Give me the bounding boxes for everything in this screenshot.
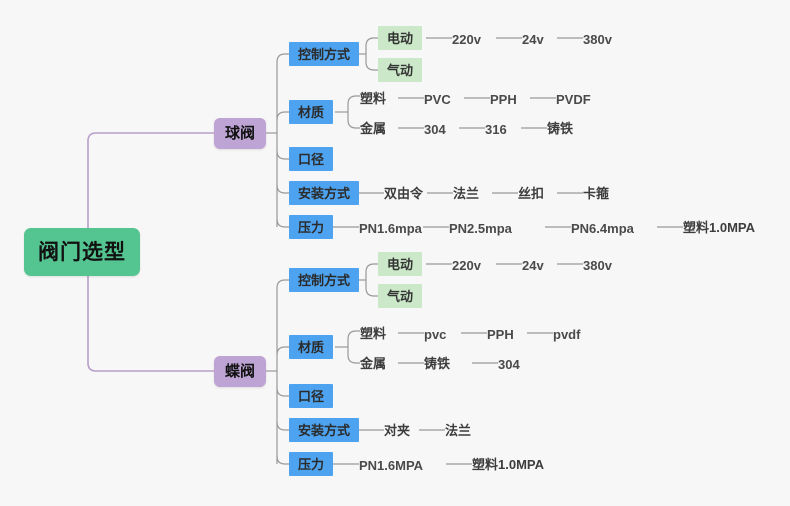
category-label: 安装方式 [298, 422, 351, 438]
leaf-node[interactable]: PN1.6mpa [359, 220, 422, 236]
branch-label: 蝶阀 [225, 363, 256, 380]
group-label-metal-1[interactable]: 金属 [360, 120, 387, 136]
leaf-node[interactable]: 丝扣 [518, 185, 545, 201]
category-node-material-1[interactable]: 材质 [289, 100, 334, 124]
leaf-node[interactable]: pvc [424, 326, 447, 342]
leaf-node[interactable]: pvdf [553, 326, 581, 342]
leaf-node[interactable]: 法兰 [445, 422, 472, 438]
category-node-installation-2[interactable]: 安装方式 [289, 418, 360, 442]
leaf-node[interactable]: PN1.6MPA [359, 457, 424, 473]
category-node-control-method-2[interactable]: 控制方式 [289, 268, 360, 292]
branch-node-1[interactable]: 球阀 [214, 118, 267, 149]
sub-node-pneumatic-2[interactable]: 气动 [378, 284, 423, 308]
group-label-plastic-2[interactable]: 塑料 [360, 325, 387, 341]
leaf-node[interactable]: 塑料1.0MPA [683, 219, 755, 235]
root-label: 阀门选型 [38, 240, 126, 264]
leaf-node[interactable]: 304 [424, 121, 446, 137]
branch-label: 球阀 [225, 125, 256, 142]
leaf-node[interactable]: 220v [452, 257, 481, 273]
sub-label: 气动 [387, 62, 414, 78]
leaf-node[interactable]: 法兰 [453, 185, 480, 201]
leaf-node[interactable]: PPH [490, 91, 517, 107]
sub-label: 电动 [387, 30, 414, 46]
leaf-node[interactable]: 双由令 [384, 185, 424, 201]
category-node-pressure-1[interactable]: 压力 [289, 215, 334, 239]
leaf-node[interactable]: 24v [522, 257, 544, 273]
leaf-node[interactable]: PVC [424, 91, 451, 107]
category-label: 压力 [298, 456, 325, 472]
sub-node-electric-1[interactable]: 电动 [378, 26, 423, 50]
sub-node-electric-2[interactable]: 电动 [378, 252, 423, 276]
category-node-pressure-2[interactable]: 压力 [289, 452, 334, 476]
leaf-node[interactable]: 24v [522, 31, 544, 47]
group-label-plastic-1[interactable]: 塑料 [360, 90, 387, 106]
sub-label: 电动 [387, 256, 414, 272]
category-node-control-method-1[interactable]: 控制方式 [289, 42, 360, 66]
leaf-node[interactable]: 380v [583, 257, 612, 273]
leaf-node[interactable]: 220v [452, 31, 481, 47]
category-node-installation-1[interactable]: 安装方式 [289, 181, 360, 205]
category-node-caliber-1[interactable]: 口径 [289, 147, 334, 171]
category-label: 安装方式 [298, 185, 351, 201]
leaf-node[interactable]: 铸铁 [547, 120, 574, 136]
category-label: 口径 [298, 151, 325, 167]
category-label: 材质 [298, 339, 325, 355]
leaf-node[interactable]: 卡箍 [583, 185, 610, 201]
leaf-node[interactable]: PVDF [556, 91, 591, 107]
category-label: 口径 [298, 388, 325, 404]
leaf-node[interactable]: 对夹 [384, 422, 411, 438]
category-label: 压力 [298, 219, 325, 235]
leaf-node[interactable]: 塑料1.0MPA [472, 456, 544, 472]
leaf-node[interactable]: 380v [583, 31, 612, 47]
leaf-node[interactable]: PN6.4mpa [571, 220, 634, 236]
leaf-node[interactable]: PPH [487, 326, 514, 342]
category-node-material-2[interactable]: 材质 [289, 335, 334, 359]
leaf-node[interactable]: 铸铁 [424, 355, 451, 371]
sub-label: 气动 [387, 288, 414, 304]
group-label-metal-2[interactable]: 金属 [360, 355, 387, 371]
leaf-node[interactable]: 316 [485, 121, 507, 137]
category-node-caliber-2[interactable]: 口径 [289, 384, 334, 408]
sub-node-pneumatic-1[interactable]: 气动 [378, 58, 423, 82]
category-label: 控制方式 [298, 46, 351, 62]
leaf-node[interactable]: 304 [498, 356, 520, 372]
branch-node-2[interactable]: 蝶阀 [214, 356, 267, 387]
category-label: 控制方式 [298, 272, 351, 288]
root-node[interactable]: 阀门选型 [24, 228, 140, 276]
category-label: 材质 [298, 104, 325, 120]
leaf-node[interactable]: PN2.5mpa [449, 220, 512, 236]
